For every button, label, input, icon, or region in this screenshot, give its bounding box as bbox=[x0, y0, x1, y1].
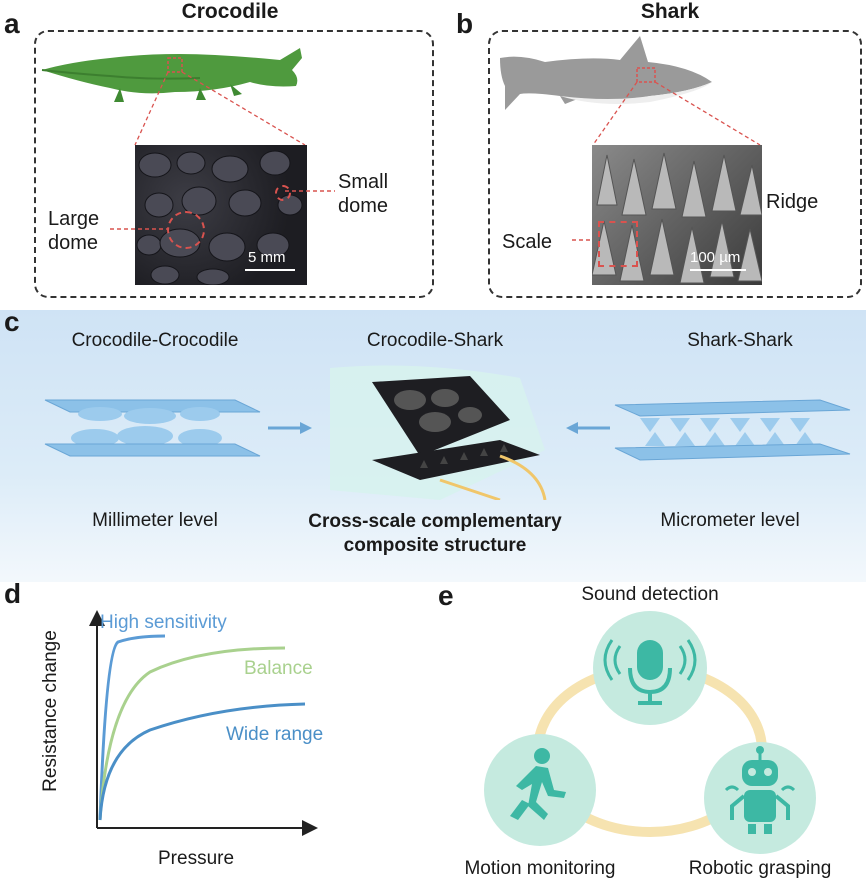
shark-shark-title: Shark-Shark bbox=[687, 330, 793, 351]
panel-c-structures bbox=[44, 365, 851, 500]
panel-b-letter: b bbox=[456, 8, 474, 39]
crocodile-skin-micrograph: 5 mm bbox=[135, 145, 307, 285]
scalebar-label-b: 100 µm bbox=[690, 249, 741, 266]
panel-b-title: Shark bbox=[640, 0, 700, 23]
scale-marker bbox=[598, 221, 638, 267]
microphone-icon bbox=[637, 640, 663, 680]
millimeter-level-caption: Millimeter level bbox=[92, 510, 218, 531]
scalebar-line-a bbox=[245, 269, 295, 271]
scalebar-line-b bbox=[690, 269, 746, 271]
shark-illustration bbox=[500, 36, 712, 110]
curve-balance bbox=[98, 646, 286, 821]
small-dome-marker bbox=[275, 185, 291, 201]
x-axis-label: Pressure bbox=[158, 848, 235, 869]
label-high-sensitivity: High sensitivity bbox=[100, 612, 227, 633]
label-ridge: Ridge bbox=[766, 191, 819, 213]
panel-c-letter: c bbox=[4, 306, 20, 337]
curve-high-sensitivity bbox=[98, 634, 166, 821]
micrometer-level-caption: Micrometer level bbox=[660, 510, 800, 531]
panel-e-letter: e bbox=[438, 580, 454, 611]
curve-wide-range bbox=[98, 702, 306, 821]
sound-detection-label: Sound detection bbox=[581, 584, 719, 605]
large-dome-marker bbox=[167, 211, 205, 249]
label-scale: Scale bbox=[502, 231, 553, 253]
composite-caption-line2: composite structure bbox=[343, 535, 527, 556]
label-small-dome: Small dome bbox=[338, 171, 389, 217]
panel-d-plot bbox=[89, 610, 318, 836]
robotic-grasping-label: Robotic grasping bbox=[688, 858, 832, 879]
robotic-grasping-node bbox=[704, 742, 816, 854]
crocodile-illustration bbox=[41, 48, 302, 102]
scalebar-label-a: 5 mm bbox=[248, 249, 286, 266]
y-axis-label: Resistance change bbox=[40, 630, 61, 792]
label-large-dome: Large dome bbox=[48, 208, 100, 254]
panel-a-b-illustrations bbox=[41, 36, 761, 146]
sound-detection-node bbox=[593, 611, 707, 725]
panel-a-title: Crocodile bbox=[181, 0, 279, 23]
label-balance: Balance bbox=[244, 658, 313, 679]
runner-icon bbox=[510, 748, 566, 820]
crocodile-crocodile-title: Crocodile-Crocodile bbox=[71, 330, 239, 351]
ridge-texture bbox=[592, 152, 762, 284]
panel-a-letter: a bbox=[4, 8, 20, 39]
robot-icon bbox=[724, 746, 796, 834]
crocodile-crocodile-structure bbox=[44, 399, 261, 457]
composite-caption-line1: Cross-scale complementary bbox=[308, 511, 562, 532]
shark-shark-structure bbox=[614, 399, 851, 461]
panel-e-diagram bbox=[484, 611, 816, 854]
motion-monitoring-node bbox=[484, 734, 596, 846]
panel-d-letter: d bbox=[4, 578, 22, 609]
crocodile-shark-title: Crocodile-Shark bbox=[366, 330, 504, 351]
motion-monitoring-label: Motion monitoring bbox=[464, 858, 616, 879]
crocodile-shark-structure bbox=[330, 365, 547, 500]
shark-skin-micrograph: 100 µm bbox=[592, 145, 762, 285]
label-wide-range: Wide range bbox=[226, 724, 324, 745]
